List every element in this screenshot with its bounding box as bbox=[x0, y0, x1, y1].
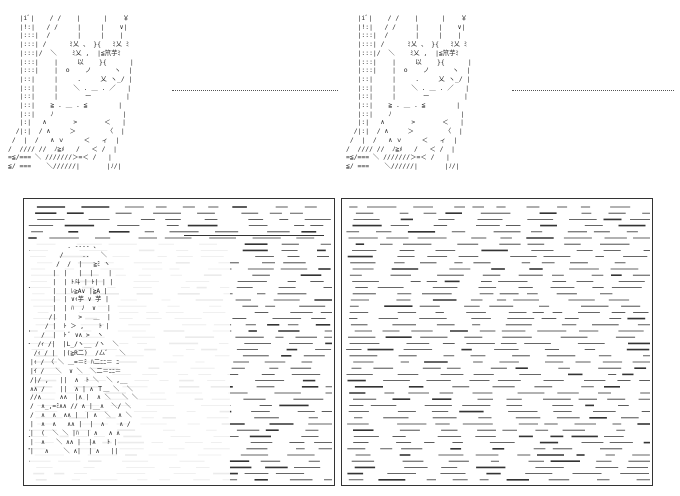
top-left-ascii-figure: |iﾞ| / / | | ￥ |!:| / / | | ∨| |:::| / |… bbox=[8, 14, 134, 170]
top-left-dotted-rule bbox=[172, 90, 338, 91]
right-scene-panel bbox=[341, 198, 653, 486]
top-right-ascii-figure: |iﾞ| / / | | ￥ |!:| / / | | ∨| |:::| / |… bbox=[346, 14, 472, 170]
right-panel-dash-texture bbox=[346, 206, 650, 481]
left-panel-spear-line bbox=[184, 235, 324, 236]
left-panel-ascii-figure: . ---- 、 / .. ＼ / / | ≧ﾐ ヽ | | | | | | |… bbox=[30, 243, 230, 481]
left-scene-panel: . ---- 、 / .. ＼ / / | ≧ﾐ ヽ | | | | | | |… bbox=[23, 198, 335, 486]
top-right-dotted-rule bbox=[512, 90, 674, 91]
